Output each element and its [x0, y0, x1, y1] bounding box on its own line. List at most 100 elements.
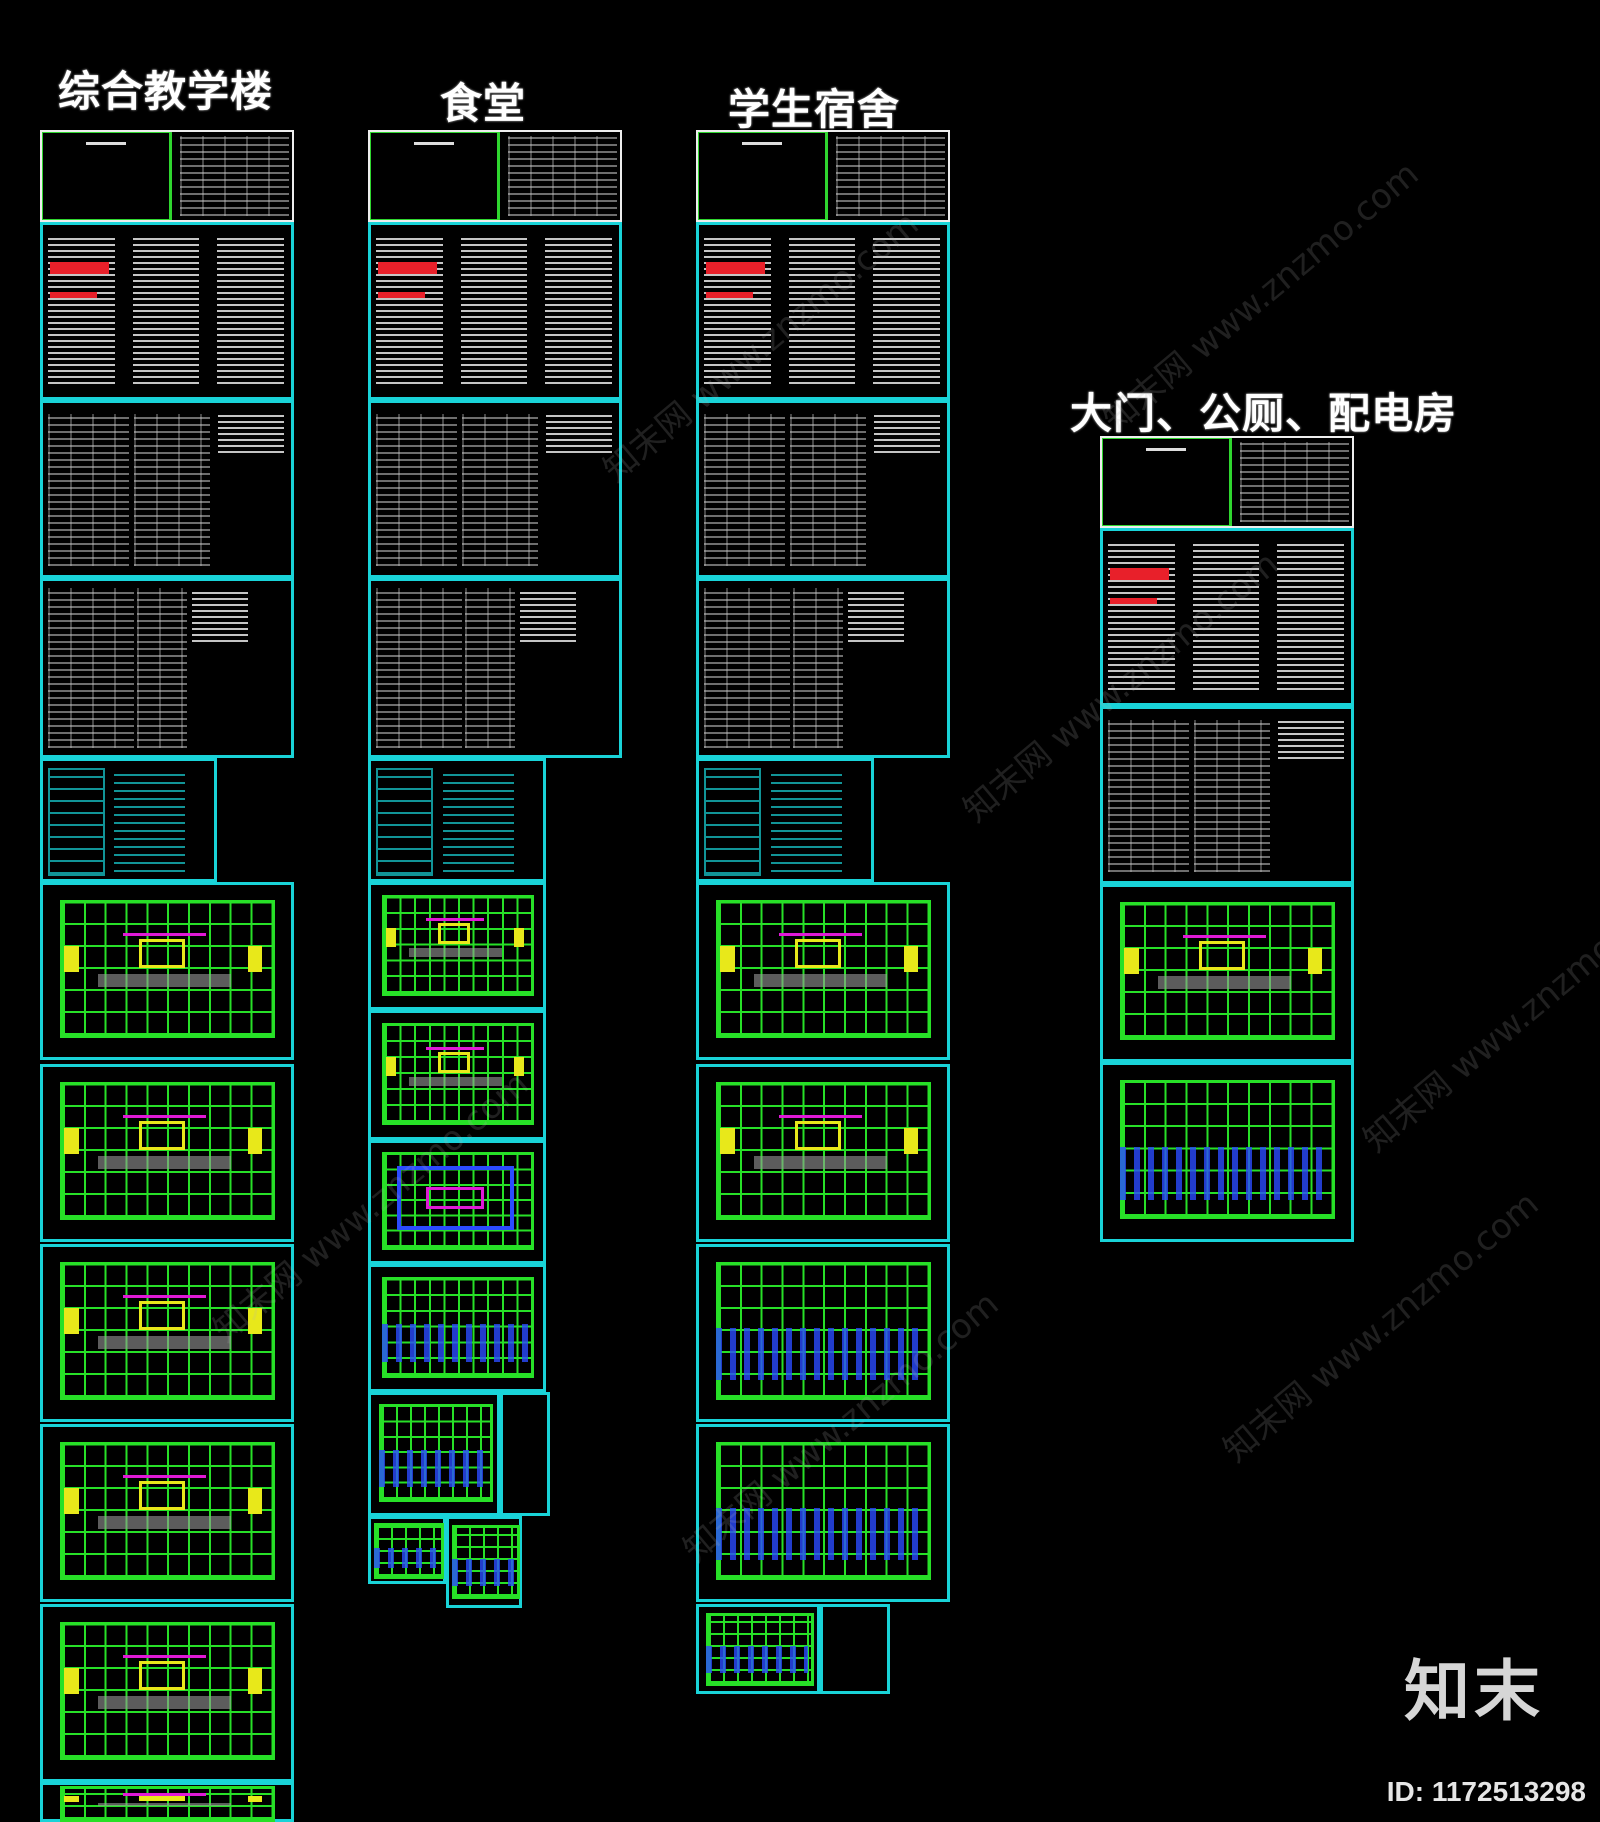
cover-index-table	[507, 136, 617, 216]
stair-right	[513, 1056, 524, 1076]
schedule-table	[133, 414, 211, 566]
notes-text-column	[704, 236, 771, 384]
notes-highlight	[378, 262, 438, 274]
accent-line	[122, 1294, 207, 1298]
door-window-elevations	[704, 768, 762, 876]
stair-right	[1307, 947, 1323, 975]
notes-highlight	[50, 262, 110, 274]
schedule-notes	[545, 414, 612, 454]
elevation-band	[716, 1327, 925, 1381]
stair-left	[64, 1127, 79, 1155]
corridor	[753, 973, 888, 987]
stair-left	[64, 1667, 79, 1695]
elevation-band	[705, 1646, 808, 1673]
schedule-table	[376, 414, 458, 566]
stair-right	[247, 1127, 263, 1155]
floor-plan-grid	[60, 1621, 275, 1760]
corridor	[408, 1076, 502, 1087]
stair-left	[64, 1487, 79, 1515]
cover-title-line	[413, 142, 455, 145]
schedule-notes	[1277, 720, 1344, 760]
core-stair	[795, 1121, 842, 1151]
roof-ridge	[426, 1187, 485, 1210]
core-stair	[437, 1051, 470, 1074]
floor-plan-grid	[1120, 901, 1335, 1040]
corridor	[97, 1155, 232, 1169]
corridor	[97, 973, 232, 987]
cover-sheet	[1100, 436, 1354, 528]
accent-line	[1182, 934, 1267, 938]
corridor	[1157, 975, 1292, 989]
stair-right	[513, 927, 524, 947]
stair-right	[247, 1796, 263, 1803]
watermark: 知末网 www.znzmo.com	[1355, 873, 1600, 1161]
detail-table	[464, 588, 516, 748]
stair-right	[247, 1487, 263, 1515]
schedule-notes	[217, 414, 284, 454]
roof-outline	[396, 1166, 514, 1231]
cover-index-table	[1239, 442, 1349, 522]
elevation-band	[1120, 1146, 1329, 1200]
detail-notes	[192, 588, 249, 642]
schedule-table	[48, 414, 130, 566]
section-sheet	[500, 1392, 550, 1516]
notes-highlight	[378, 292, 425, 298]
stair-right	[247, 1307, 263, 1335]
notes-text-column	[48, 236, 115, 384]
core-stair	[139, 1121, 186, 1151]
notes-highlight	[1110, 598, 1157, 604]
door-window-table	[442, 768, 514, 872]
notes-text-column	[873, 236, 940, 384]
door-window-elevations	[48, 768, 106, 876]
stair-right	[247, 945, 263, 973]
column-title-gate: 大门、公厕、配电房	[1070, 389, 1458, 438]
schedule-notes	[873, 414, 940, 454]
stair-left	[1124, 947, 1139, 975]
elevation-band	[716, 1507, 925, 1561]
stair-left	[720, 945, 735, 973]
detail-table	[48, 588, 135, 748]
cover-sheet	[368, 130, 622, 222]
notes-text-column	[460, 236, 528, 384]
schedule-table	[1108, 720, 1190, 872]
notes-highlight	[1110, 568, 1170, 580]
cover-index-table	[835, 136, 945, 216]
schedule-table	[1193, 720, 1271, 872]
core-stair	[139, 1661, 186, 1691]
elevation-band	[374, 1547, 439, 1569]
accent-line	[122, 1114, 207, 1118]
stair-left	[64, 945, 79, 973]
floor-plan-grid	[60, 899, 275, 1038]
notes-text-column	[1277, 542, 1344, 690]
accent-line	[426, 1047, 485, 1051]
floor-plan-grid	[60, 1081, 275, 1220]
core-stair	[139, 1301, 186, 1331]
floor-plan-grid	[382, 1152, 535, 1251]
accent-line	[426, 918, 485, 922]
notes-text-column	[376, 236, 443, 384]
schedule-table	[704, 414, 786, 566]
stair-right	[903, 1127, 919, 1155]
stair-right	[903, 945, 919, 973]
elevation-band	[378, 1450, 487, 1487]
stair-left	[386, 1056, 397, 1076]
corridor	[97, 1515, 232, 1529]
column-title-teaching: 综合教学楼	[58, 67, 274, 116]
core-stair	[139, 1481, 186, 1511]
cover-title-line	[1145, 448, 1187, 451]
detail-table	[136, 588, 188, 748]
accent-line	[122, 932, 207, 936]
floor-plan-grid	[382, 894, 535, 996]
notes-text-column	[1108, 542, 1175, 690]
floor-plan-grid	[382, 1023, 535, 1126]
cover-title-line	[741, 142, 783, 145]
column-title-canteen: 食堂	[440, 79, 527, 128]
accent-line	[122, 1474, 207, 1478]
core-stair	[139, 939, 186, 969]
stair-left	[386, 927, 397, 947]
notes-highlight	[706, 292, 753, 298]
corridor	[97, 1335, 232, 1349]
stair-right	[247, 1667, 263, 1695]
cover-sheet	[696, 130, 950, 222]
notes-text-column	[1192, 542, 1260, 690]
